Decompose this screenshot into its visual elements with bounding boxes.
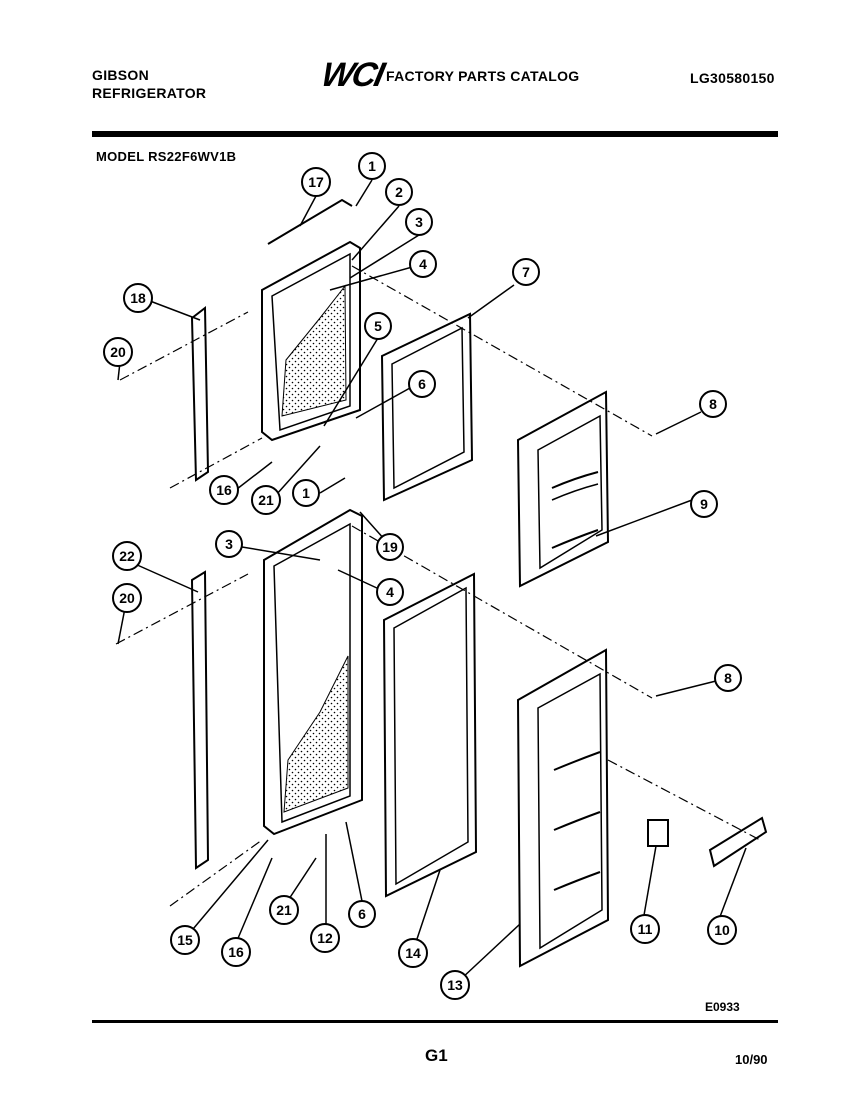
lower-door-liner (516, 648, 610, 968)
revision-date: 10/90 (735, 1052, 768, 1067)
svg-text:20: 20 (119, 590, 135, 606)
brand-name: GIBSON (92, 67, 150, 83)
lower-door-frame (263, 508, 363, 836)
callout-11: 11 (630, 914, 660, 944)
svg-text:13: 13 (447, 977, 463, 993)
svg-text:21: 21 (276, 902, 292, 918)
svg-text:16: 16 (216, 482, 232, 498)
callout-6-lower: 6 (348, 900, 376, 928)
svg-text:21: 21 (258, 492, 274, 508)
svg-text:3: 3 (415, 214, 423, 230)
callout-6: 6 (408, 370, 436, 398)
svg-text:15: 15 (177, 932, 193, 948)
upper-door-liner (516, 390, 610, 588)
callout-14: 14 (398, 938, 428, 968)
svg-text:1: 1 (302, 485, 310, 501)
callout-2: 2 (385, 178, 413, 206)
svg-text:20: 20 (110, 344, 126, 360)
lower-handle-trim (190, 570, 210, 870)
page-number: G1 (425, 1046, 448, 1065)
svg-text:17: 17 (308, 174, 324, 190)
callout-1: 1 (358, 152, 386, 180)
callout-8: 8 (699, 390, 727, 418)
alignment-lines (115, 265, 761, 907)
callout-3: 3 (405, 208, 433, 236)
callout-leaders (117, 179, 747, 980)
svg-text:22: 22 (119, 548, 135, 564)
callout-19: 19 (376, 533, 404, 561)
product-type: REFRIGERATOR (92, 85, 207, 101)
svg-text:4: 4 (419, 256, 427, 272)
model-number: MODEL RS22F6WV1B (96, 149, 237, 164)
svg-text:16: 16 (228, 944, 244, 960)
svg-text:10: 10 (714, 922, 730, 938)
callout-15: 15 (170, 925, 200, 955)
callout-17: 17 (301, 167, 331, 197)
footer-rule (92, 1020, 778, 1023)
svg-text:6: 6 (358, 906, 366, 922)
callout-3-lower: 3 (215, 530, 243, 558)
callout-16-lower: 16 (221, 937, 251, 967)
callout-12: 12 (310, 923, 340, 953)
svg-text:3: 3 (225, 536, 233, 552)
lower-door-gasket (382, 572, 478, 898)
header-rule (92, 131, 778, 137)
svg-text:1: 1 (368, 158, 376, 174)
callout-21: 21 (251, 485, 281, 515)
svg-text:19: 19 (382, 539, 398, 555)
callout-5: 5 (364, 312, 392, 340)
handle-bracket (708, 816, 768, 868)
callout-7: 7 (512, 258, 540, 286)
callout-10: 10 (707, 915, 737, 945)
callout-22: 22 (112, 541, 142, 571)
svg-text:8: 8 (724, 670, 732, 686)
svg-text:6: 6 (418, 376, 426, 392)
wire-part (267, 198, 353, 245)
upper-door-gasket (380, 312, 474, 502)
callout-16: 16 (209, 475, 239, 505)
callout-20-lower: 20 (112, 583, 142, 613)
brand-block: GIBSON REFRIGERATOR (92, 66, 206, 102)
svg-text:14: 14 (405, 945, 421, 961)
upper-handle-trim (190, 305, 210, 482)
callout-20: 20 (103, 337, 133, 367)
callout-9: 9 (690, 490, 718, 518)
svg-text:2: 2 (395, 184, 403, 200)
callout-18: 18 (123, 283, 153, 313)
svg-text:8: 8 (709, 396, 717, 412)
catalog-title: FACTORY PARTS CATALOG (386, 68, 580, 84)
svg-text:7: 7 (522, 264, 530, 280)
svg-text:11: 11 (638, 921, 653, 937)
callout-bubbles: 1 2 3 4 5 6 7 8 9 10 11 12 13 14 15 16 1… (103, 152, 742, 1000)
callout-4-lower: 4 (376, 578, 404, 606)
svg-text:18: 18 (130, 290, 146, 306)
callout-4: 4 (409, 250, 437, 278)
diagram-code: E0933 (705, 1000, 740, 1014)
callout-13: 13 (440, 970, 470, 1000)
callout-21-lower: 21 (269, 895, 299, 925)
catalog-part-number: LG30580150 (690, 70, 775, 86)
hinge-part (647, 819, 669, 847)
svg-text:5: 5 (374, 318, 382, 334)
callout-1-lower: 1 (292, 479, 320, 507)
svg-text:12: 12 (317, 930, 333, 946)
upper-door-frame (261, 240, 361, 442)
svg-text:4: 4 (386, 584, 394, 600)
callout-8-lower: 8 (714, 664, 742, 692)
svg-text:9: 9 (700, 496, 708, 512)
